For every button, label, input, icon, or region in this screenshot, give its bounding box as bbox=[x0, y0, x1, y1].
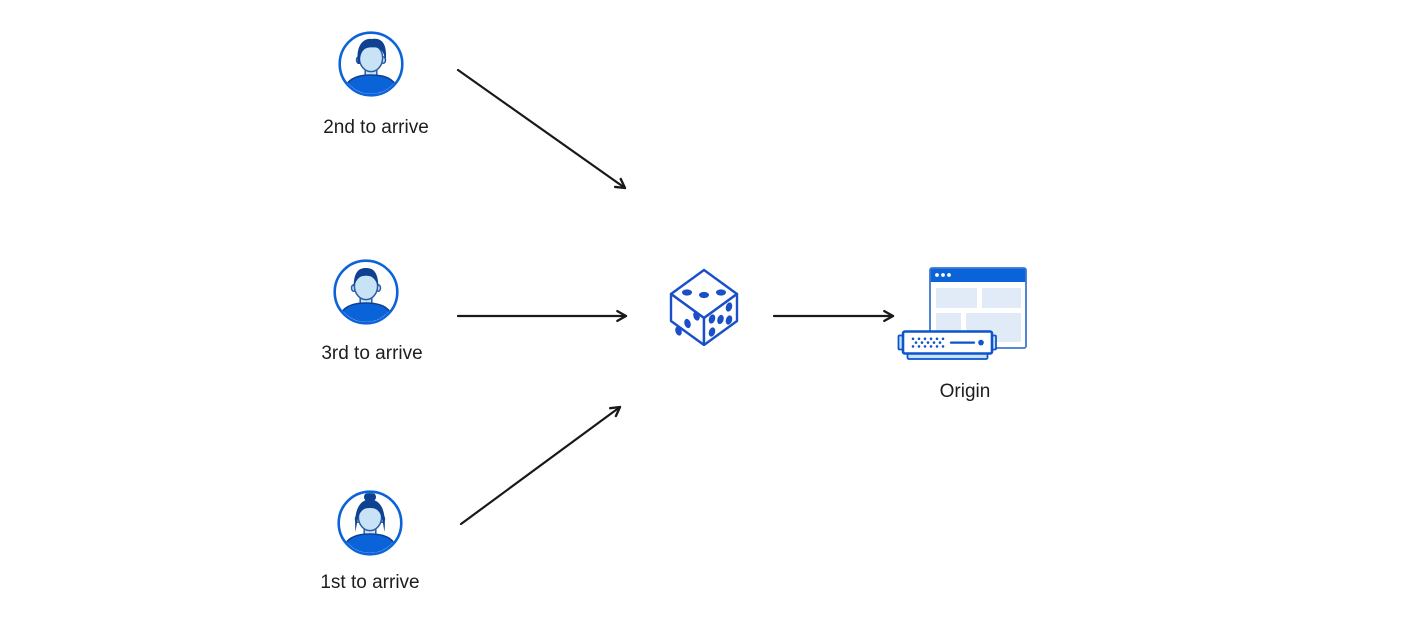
arrow-1st-to-randomizer bbox=[459, 405, 622, 526]
window-content-block bbox=[982, 288, 1021, 308]
label-3rd-to-arrive: 3rd to arrive bbox=[321, 343, 423, 364]
arrow-2nd-to-randomizer bbox=[456, 68, 627, 190]
avatar-1st-to-arrive bbox=[337, 490, 403, 561]
avatar-2nd-to-arrive bbox=[338, 31, 404, 102]
server-body bbox=[901, 330, 994, 355]
avatar-hair-bun bbox=[364, 493, 376, 502]
dice-icon bbox=[669, 268, 739, 347]
avatar-hair bbox=[355, 499, 385, 532]
server-vent-dots bbox=[911, 337, 945, 348]
window-dots-icon bbox=[935, 273, 951, 277]
avatar-hair bbox=[357, 38, 387, 64]
male-avatar-icon bbox=[333, 259, 399, 325]
label-1st-to-arrive: 1st to arrive bbox=[320, 572, 420, 593]
dice-pips-right bbox=[708, 302, 733, 337]
randomizer-node bbox=[669, 268, 739, 351]
male-avatar-icon bbox=[338, 31, 404, 97]
browser-window-icon bbox=[929, 267, 1027, 349]
window-content-block bbox=[936, 288, 977, 308]
label-2nd-to-arrive: 2nd to arrive bbox=[323, 117, 429, 138]
server-icon bbox=[897, 330, 997, 360]
origin-node bbox=[895, 258, 1035, 371]
avatar-hair bbox=[353, 268, 379, 287]
dice-pips-left bbox=[675, 311, 700, 336]
server-indicator-dot bbox=[978, 339, 984, 346]
female-avatar-icon bbox=[337, 490, 403, 556]
label-origin: Origin bbox=[939, 381, 991, 402]
avatar-3rd-to-arrive bbox=[333, 259, 399, 330]
window-content-block bbox=[936, 313, 961, 332]
dice-pips-top bbox=[682, 289, 726, 299]
origin-server-browser-icon bbox=[897, 267, 1027, 360]
